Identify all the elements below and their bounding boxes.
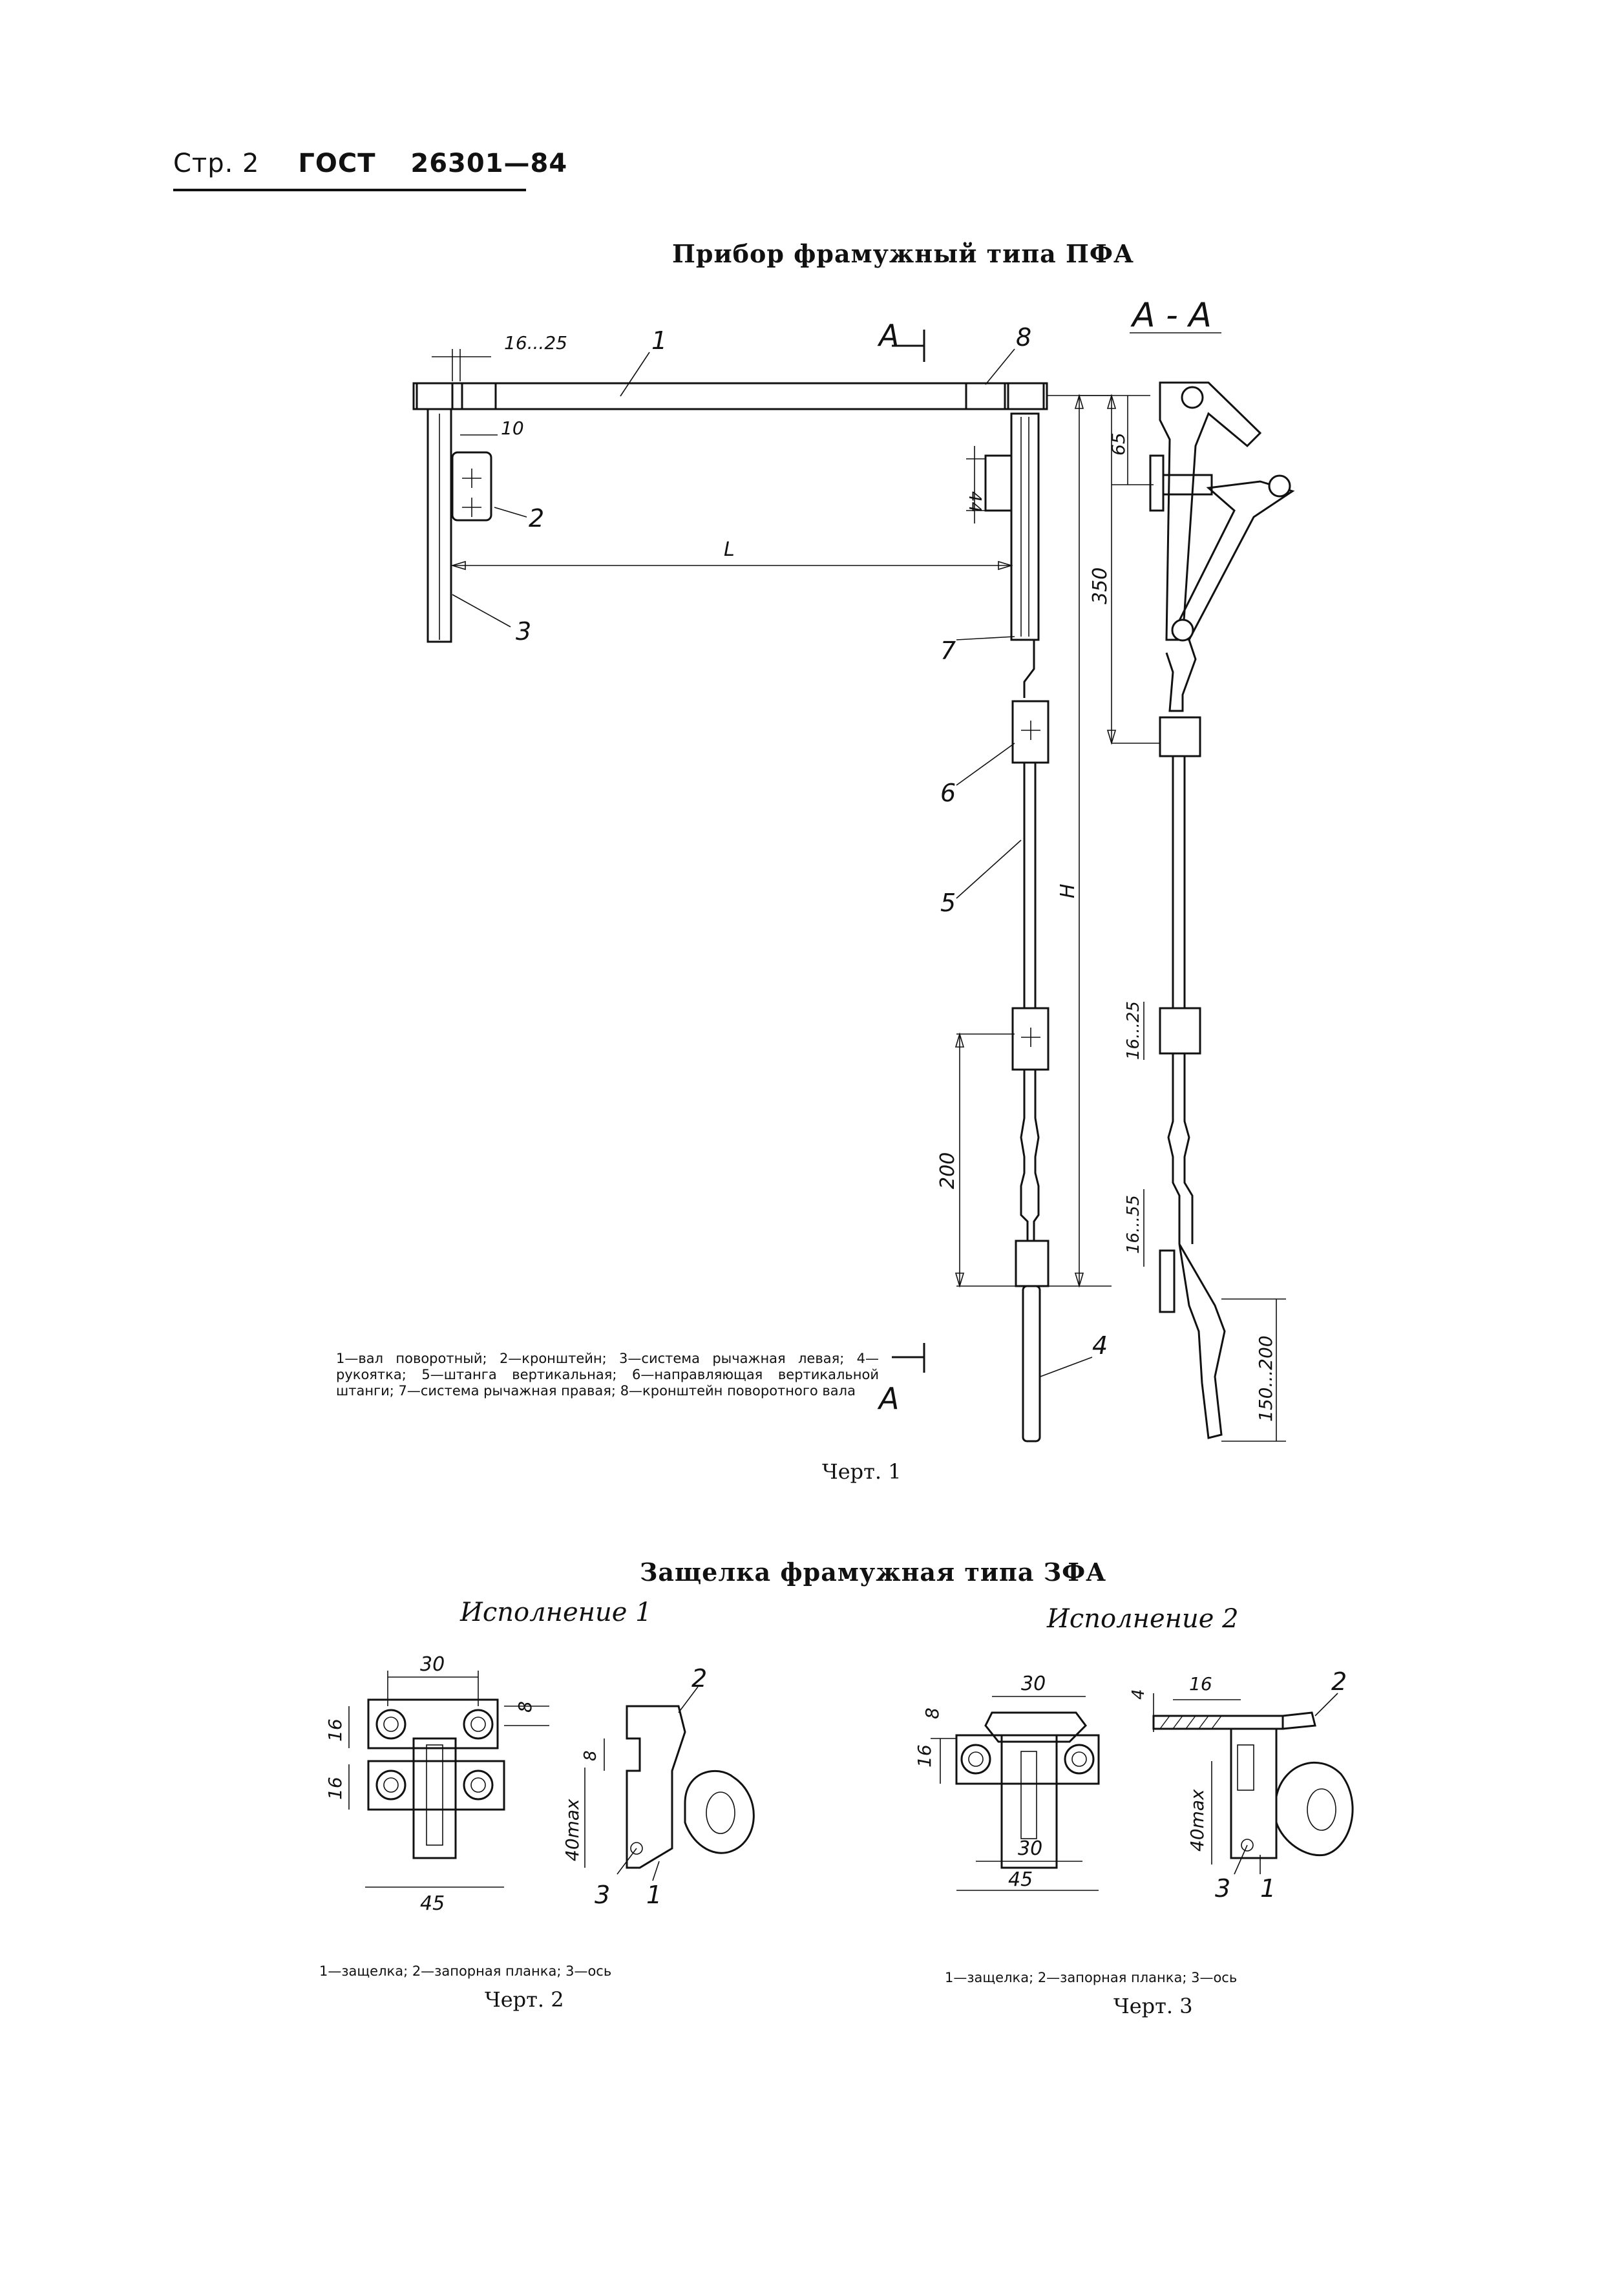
- v1-part-2: 2: [691, 1664, 707, 1693]
- section-link: [1171, 480, 1295, 641]
- v2-latch-body: [1000, 1734, 1058, 1869]
- part-number-5: 5: [940, 889, 956, 917]
- v1-dim-8: 8: [514, 1701, 536, 1713]
- standard-number: 26301—84: [410, 149, 568, 178]
- version-1-caption: Черт. 2: [485, 1987, 564, 2012]
- dim-L: L: [724, 538, 735, 561]
- part-number-8: 8: [1016, 323, 1031, 352]
- version-2-title: Исполнение 2: [1047, 1604, 1239, 1634]
- section-handle-plate: [1159, 1249, 1176, 1313]
- v2-strike-side: [1152, 1715, 1284, 1730]
- dim-65: 65: [1108, 432, 1129, 456]
- v1-strike-plate: [367, 1698, 499, 1749]
- v1-part-3: 3: [595, 1881, 610, 1909]
- section-view-title: А - А: [1130, 296, 1212, 335]
- bracket-8: [965, 382, 1006, 410]
- latch-title: Защелка фрамужная типа ЗФА: [640, 1558, 1107, 1587]
- v2-part-1: 1: [1260, 1874, 1276, 1903]
- part-number-7: 7: [940, 637, 956, 665]
- v1-dim-40max: 40max: [562, 1799, 583, 1861]
- part-number-1: 1: [651, 326, 667, 355]
- v2-dim-4: 4: [1129, 1689, 1148, 1700]
- v2-part-2: 2: [1331, 1667, 1347, 1696]
- header-rule: [173, 189, 526, 191]
- left-coupling: [461, 382, 497, 410]
- figure-1-title: Прибор фрамужный типа ПФА: [672, 239, 1134, 268]
- right-bracket: [984, 454, 1013, 512]
- figure-1-legend: 1—вал поворотный; 2—кронштейн; 3—система…: [336, 1351, 879, 1399]
- handle-hinge: [1015, 1240, 1049, 1287]
- dim-16-55: 16...55: [1124, 1195, 1143, 1254]
- dim-200: 200: [936, 1152, 959, 1189]
- section-cut-top: А: [877, 318, 899, 353]
- left-clamp: [416, 382, 454, 410]
- v2-part-3: 3: [1215, 1874, 1230, 1903]
- v2-dim-30: 30: [1021, 1673, 1046, 1695]
- v2-dim-30b: 30: [1018, 1837, 1042, 1860]
- figure-1-caption: Черт. 1: [822, 1459, 902, 1484]
- right-clamp: [1007, 382, 1045, 410]
- version-1-title: Исполнение 1: [460, 1598, 652, 1627]
- dim-H: H: [1057, 883, 1079, 898]
- handle: [1022, 1285, 1041, 1442]
- version-2-legend: 1—защелка; 2—запорная планка; 3—ось: [945, 1970, 1238, 1985]
- v1-dim-16a: 16: [324, 1718, 346, 1742]
- v2-dim-16: 16: [914, 1744, 935, 1768]
- section-guide-bottom: [1159, 1007, 1201, 1055]
- v2-latch-ring: [1275, 1762, 1354, 1857]
- pivot-top: [1181, 386, 1204, 409]
- dim-10: 10: [501, 417, 524, 439]
- section-guide-top: [1159, 716, 1201, 757]
- v1-part-1: 1: [646, 1881, 662, 1909]
- version-1-legend: 1—защелка; 2—запорная планка; 3—ось: [319, 1963, 612, 1979]
- left-lever-system: [427, 408, 452, 643]
- dim-350: 350: [1089, 567, 1112, 604]
- v2-strike-top: [984, 1711, 1087, 1743]
- part-number-2: 2: [529, 504, 544, 533]
- section-cut-bottom: А: [877, 1381, 899, 1416]
- version-2-caption: Черт. 3: [1113, 1994, 1193, 2018]
- v1-dim-30: 30: [420, 1653, 445, 1676]
- right-lever-system: [1010, 412, 1040, 641]
- v1-dim-8b: 8: [581, 1750, 600, 1761]
- section-lever-body: [1159, 381, 1262, 641]
- rotating-shaft: [412, 382, 1048, 410]
- v2-dim-40max: 40max: [1186, 1789, 1208, 1852]
- section-handle: [1178, 1243, 1226, 1439]
- dim-44: 44: [965, 491, 984, 512]
- v1-dim-45: 45: [420, 1892, 445, 1915]
- v1-latch-body: [412, 1737, 457, 1859]
- page-header: Стр. 2 ГОСТ 26301—84: [173, 149, 567, 178]
- v2-dim-16b: 16: [1189, 1673, 1212, 1695]
- v2-dim-8: 8: [922, 1707, 943, 1719]
- v1-latch-ring: [684, 1770, 755, 1854]
- dim-16-25: 16...25: [504, 332, 567, 354]
- part-number-3: 3: [516, 617, 531, 646]
- section-mount-plate: [1149, 454, 1165, 512]
- v1-latch-side: [626, 1705, 686, 1869]
- dim-150-200: 150...200: [1255, 1335, 1276, 1422]
- v2-dim-45: 45: [1008, 1868, 1033, 1891]
- page-number: Стр. 2: [173, 149, 260, 178]
- v1-dim-16b: 16: [324, 1777, 346, 1800]
- part-number-6: 6: [940, 779, 956, 807]
- part-number-4: 4: [1092, 1331, 1108, 1360]
- dim-16-25-section: 16...25: [1124, 1001, 1143, 1060]
- standard-code: ГОСТ: [298, 149, 376, 178]
